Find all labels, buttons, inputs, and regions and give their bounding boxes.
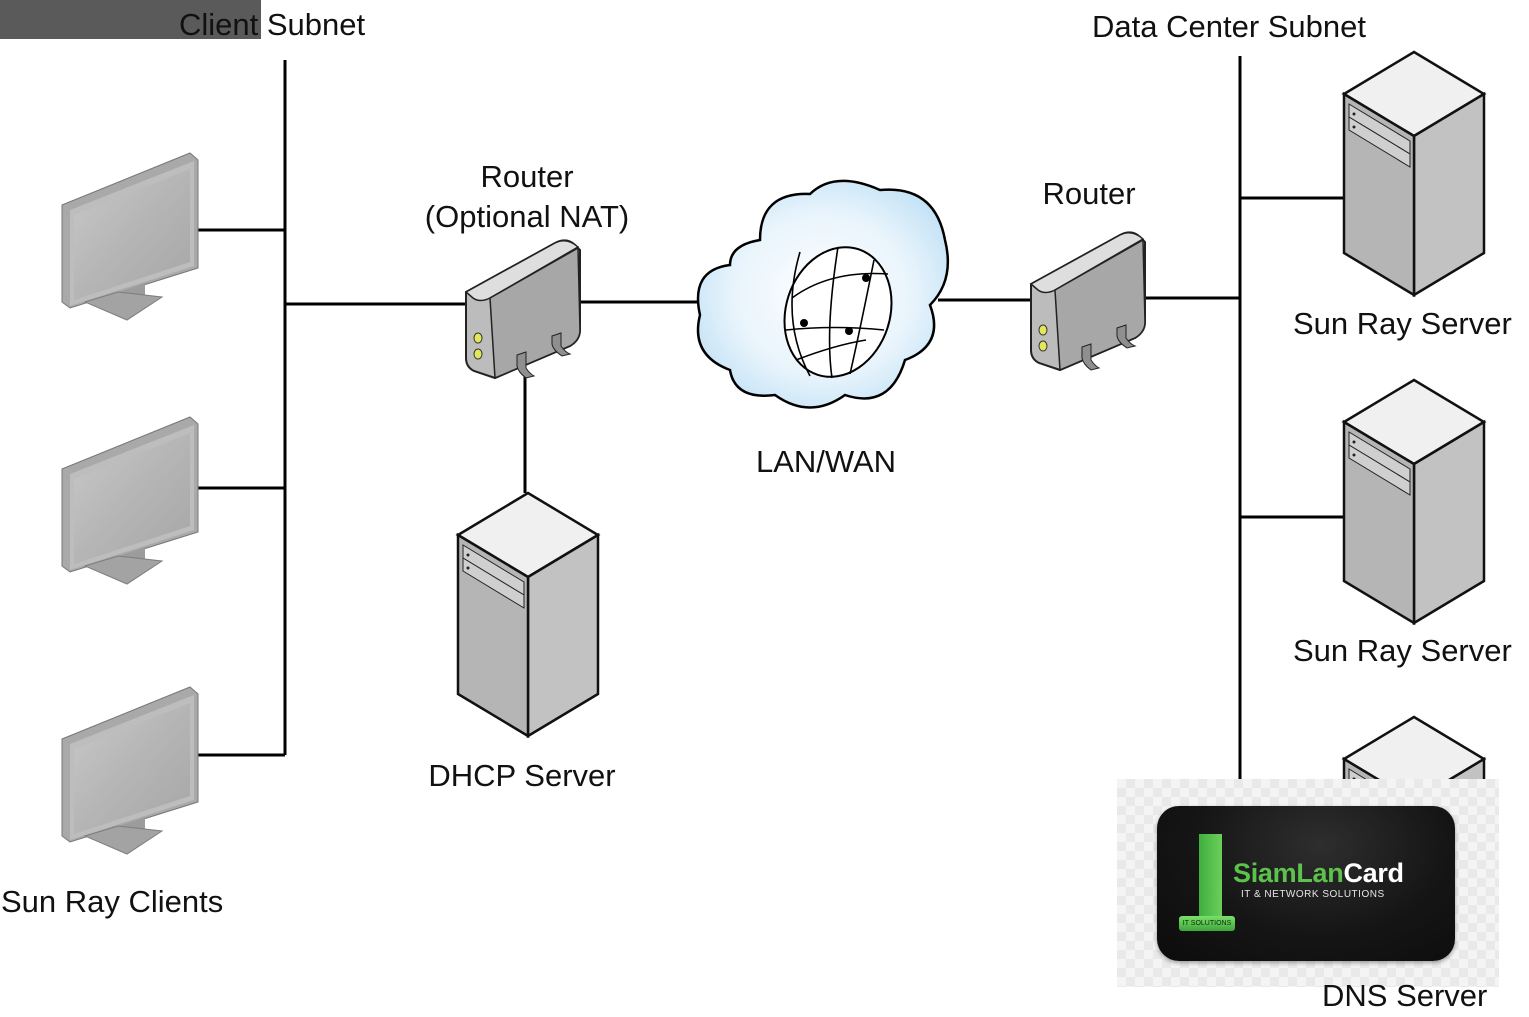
datacenter-router-icon [1030, 231, 1146, 371]
datacenter-router-label: Router [1042, 176, 1136, 211]
dhcp-server-icon [456, 491, 600, 738]
client-router-sublabel: (Optional NAT) [424, 199, 630, 234]
logo-badge: IT SOLUTIONS [1179, 916, 1235, 931]
sun-ray-client-2-icon [61, 416, 199, 585]
sun-ray-clients-label: Sun Ray Clients [1, 884, 224, 919]
dhcp-server-label: DHCP Server [428, 758, 616, 793]
dns-server-label: DNS Server [1322, 978, 1488, 1013]
logo-bar-icon [1199, 834, 1222, 920]
logo-brand-name: SiamLanCard [1233, 858, 1404, 889]
sun-ray-client-3-icon [61, 686, 199, 855]
client-router-label: Router [480, 159, 574, 194]
datacenter-subnet-label: Data Center Subnet [1092, 9, 1367, 44]
lan-wan-label: LAN/WAN [755, 444, 897, 479]
client-router-icon [465, 239, 581, 379]
sun-ray-client-1-icon [61, 152, 199, 321]
sun-ray-server-1-label: Sun Ray Server [1293, 306, 1512, 341]
logo-brand-white: Card [1343, 858, 1404, 888]
client-subnet-label: Client Subnet [179, 7, 366, 42]
lan-wan-cloud-icon [696, 179, 950, 409]
sun-ray-server-2-label: Sun Ray Server [1293, 633, 1512, 668]
logo-brand-green: SiamLan [1233, 858, 1344, 888]
dark-overlay-bar [0, 0, 261, 39]
logo-tagline: IT & NETWORK SOLUTIONS [1241, 889, 1385, 900]
sun-ray-server-2-icon [1342, 378, 1486, 625]
sun-ray-server-1-icon [1342, 50, 1486, 297]
